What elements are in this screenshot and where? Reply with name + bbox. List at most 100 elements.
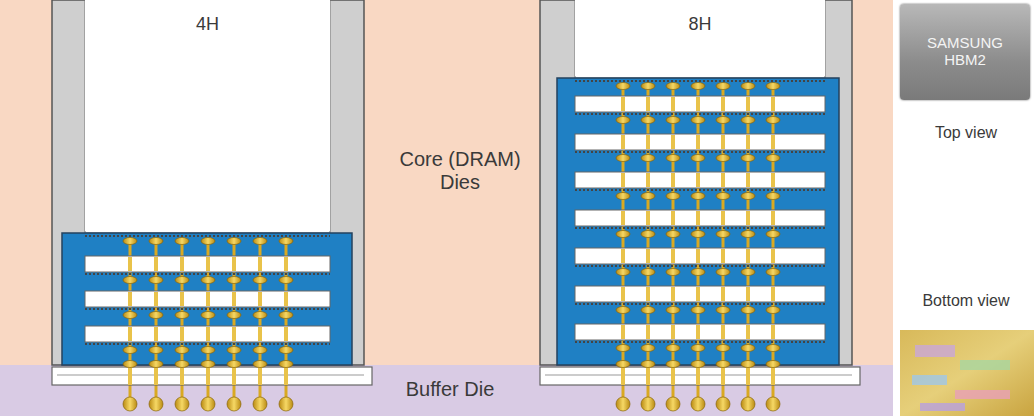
tsv bbox=[180, 367, 184, 385]
tsv bbox=[258, 292, 262, 306]
bottom-photo-patch bbox=[955, 390, 1010, 399]
tsv bbox=[721, 135, 725, 149]
micro-bump bbox=[766, 193, 780, 200]
tsv bbox=[621, 325, 625, 339]
solder-bump bbox=[279, 397, 293, 411]
micro-bump bbox=[666, 361, 680, 368]
solder-bump bbox=[716, 397, 730, 411]
die-hatch bbox=[575, 113, 825, 115]
micro-bump bbox=[201, 238, 215, 245]
tsv bbox=[621, 135, 625, 149]
micro-bump bbox=[741, 307, 755, 314]
node-text: Core (DRAM) Dies bbox=[395, 148, 525, 194]
micro-bump bbox=[149, 312, 163, 319]
tsv bbox=[180, 257, 184, 271]
micro-bump bbox=[716, 361, 730, 368]
buffer-die bbox=[52, 367, 372, 385]
micro-bump bbox=[149, 238, 163, 245]
micro-bump bbox=[616, 193, 630, 200]
solder-bump bbox=[149, 397, 163, 411]
node-text: SAMSUNG HBM2 bbox=[910, 34, 1020, 69]
micro-bump bbox=[716, 193, 730, 200]
micro-bump bbox=[691, 361, 705, 368]
micro-bump bbox=[616, 345, 630, 352]
mold-cavity bbox=[85, 0, 330, 233]
tsv bbox=[696, 135, 700, 149]
node-text: 4H bbox=[85, 14, 330, 35]
tsv bbox=[154, 292, 158, 306]
micro-bump bbox=[227, 312, 241, 319]
micro-bump bbox=[691, 193, 705, 200]
solder-bump bbox=[691, 397, 705, 411]
dram-die bbox=[85, 291, 330, 307]
mold-cavity-box: 4H bbox=[85, 0, 330, 231]
micro-bump bbox=[666, 269, 680, 276]
micro-bump bbox=[741, 155, 755, 162]
tsv bbox=[129, 239, 132, 400]
node-text: Buffer Die bbox=[375, 378, 525, 401]
micro-bump bbox=[666, 193, 680, 200]
bottom-photo-patch bbox=[960, 360, 1010, 370]
micro-bump bbox=[641, 231, 655, 238]
die-hatch bbox=[85, 343, 330, 345]
micro-bump bbox=[201, 277, 215, 284]
view-label: Bottom view bbox=[898, 292, 1034, 310]
tsv bbox=[646, 97, 650, 111]
tsv bbox=[621, 211, 625, 225]
micro-bump bbox=[123, 312, 137, 319]
micro-bump bbox=[641, 269, 655, 276]
micro-bump bbox=[175, 347, 189, 354]
micro-bump bbox=[716, 269, 730, 276]
tsv bbox=[771, 325, 775, 339]
tsv bbox=[128, 257, 132, 271]
tsv bbox=[746, 211, 750, 225]
micro-bump bbox=[149, 347, 163, 354]
tsv bbox=[771, 249, 775, 263]
tsv bbox=[671, 249, 675, 263]
tsv bbox=[772, 84, 775, 400]
micro-bump bbox=[123, 347, 137, 354]
tsv bbox=[672, 84, 675, 400]
tsv bbox=[258, 327, 262, 341]
micro-bump bbox=[123, 361, 137, 368]
tsv bbox=[771, 173, 775, 187]
micro-bump bbox=[253, 361, 267, 368]
tsv bbox=[747, 84, 750, 400]
micro-bump bbox=[666, 117, 680, 124]
bottom-photo bbox=[900, 330, 1034, 416]
buffer-die-band: Buffer Die bbox=[0, 365, 893, 416]
micro-bump bbox=[766, 269, 780, 276]
tsv bbox=[154, 327, 158, 341]
tsv bbox=[721, 325, 725, 339]
micro-bump bbox=[716, 345, 730, 352]
tsv bbox=[232, 292, 236, 306]
tsv bbox=[284, 257, 288, 271]
tsv bbox=[284, 292, 288, 306]
micro-bump bbox=[641, 117, 655, 124]
micro-bump bbox=[279, 347, 293, 354]
mold-cavity bbox=[575, 0, 825, 78]
micro-bump bbox=[641, 193, 655, 200]
tsv bbox=[622, 84, 625, 400]
tsv bbox=[180, 292, 184, 306]
tsv bbox=[671, 173, 675, 187]
micro-bump bbox=[691, 83, 705, 90]
tsv bbox=[206, 257, 210, 271]
die-hatch bbox=[575, 189, 825, 191]
dram-die bbox=[575, 134, 825, 150]
micro-bump bbox=[641, 345, 655, 352]
micro-bump bbox=[279, 238, 293, 245]
bottom-photo-patch bbox=[912, 375, 947, 385]
packages bbox=[52, 0, 860, 411]
chip-top-photo: SAMSUNG HBM2 bbox=[900, 4, 1030, 100]
tsv bbox=[721, 249, 725, 263]
micro-bump bbox=[175, 312, 189, 319]
tsv bbox=[646, 211, 650, 225]
micro-bump bbox=[691, 117, 705, 124]
micro-bump bbox=[766, 231, 780, 238]
solder-bump bbox=[227, 397, 241, 411]
mold-frame bbox=[540, 0, 852, 365]
tsv bbox=[696, 97, 700, 111]
tsv bbox=[259, 239, 262, 400]
tsv bbox=[646, 135, 650, 149]
